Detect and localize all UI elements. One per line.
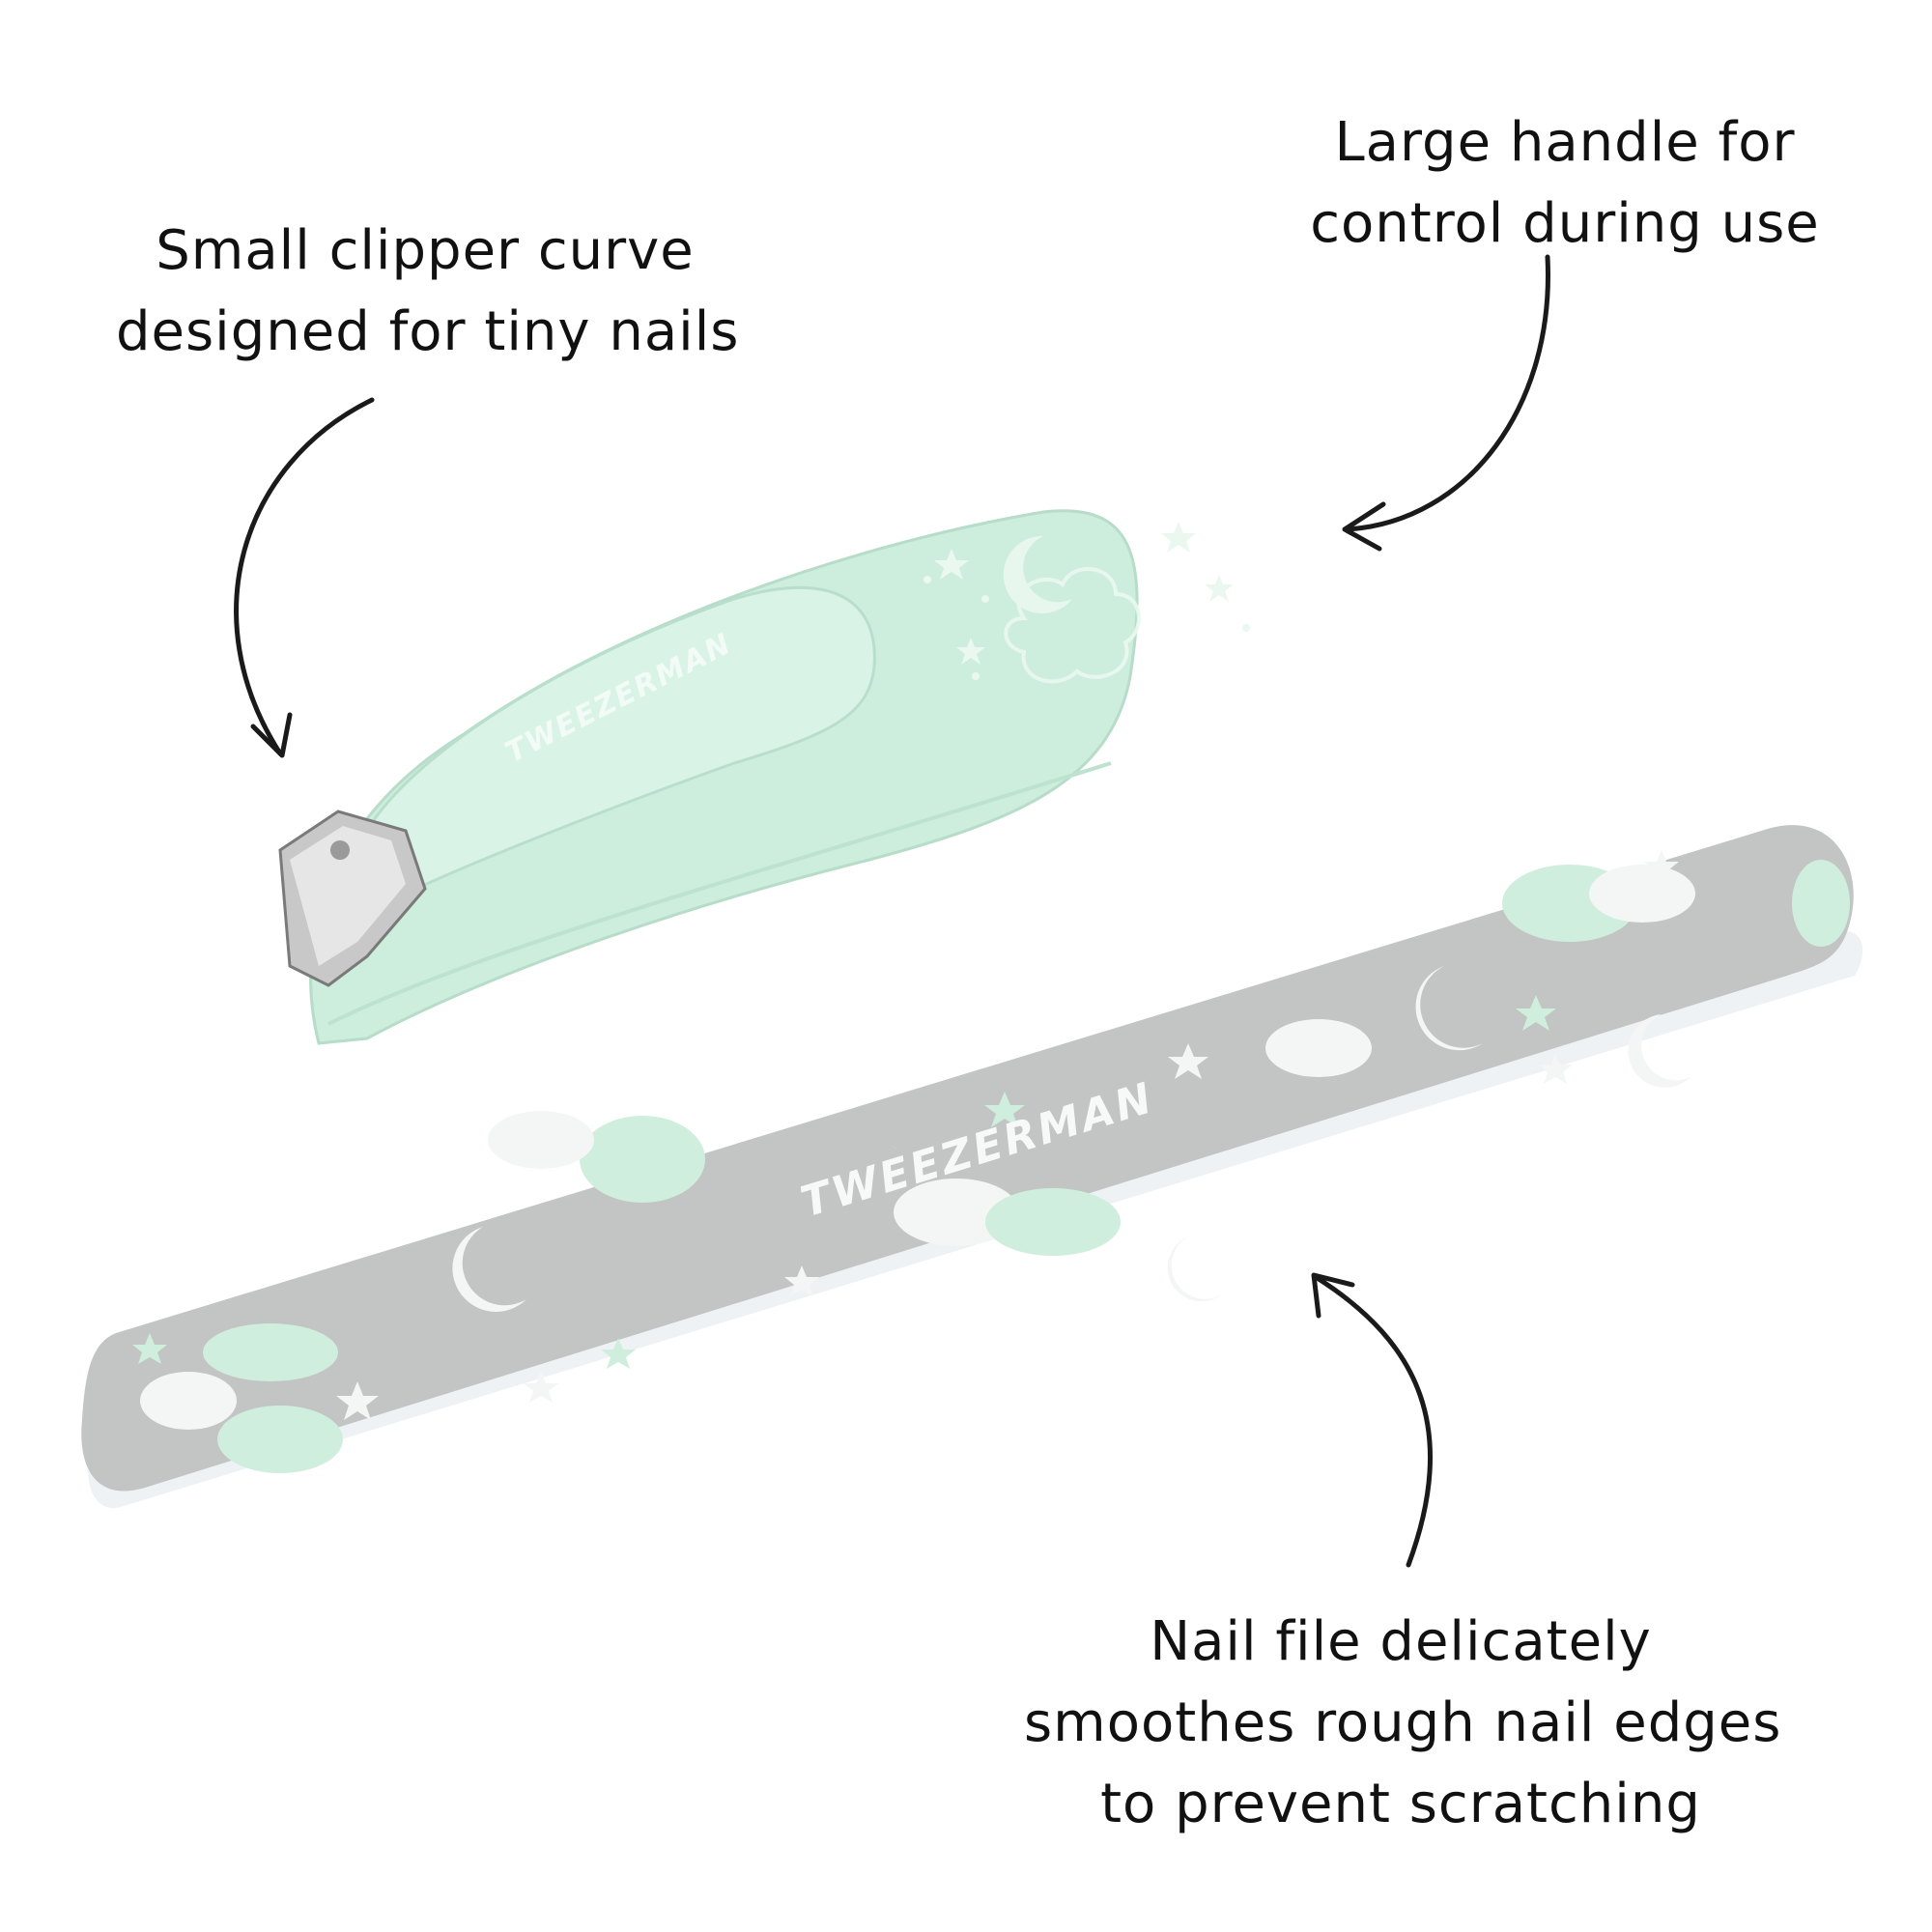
clipper-body [309,509,1139,1045]
callout-clipper-curve: Small clipper curve designed for tiny na… [116,211,740,373]
callout-nail-file: Nail file delicately smoothes rough nail… [1024,1602,1782,1845]
nail-file: TWEEZERMAN [81,825,1863,1509]
callout-line: Nail file delicately [1150,1610,1652,1673]
callout-line: control during use [1310,192,1820,255]
callout-line: smoothes rough nail edges [1024,1691,1782,1754]
arrow-to-clipper-curve [234,397,375,758]
callout-large-handle: Large handle for control during use [1294,102,1835,265]
arrow-to-handle [1342,254,1550,552]
callout-line: designed for tiny nails [116,300,740,363]
callout-line: Large handle for [1334,111,1796,174]
nail-file-surface [81,825,1854,1492]
callout-line: to prevent scratching [1100,1773,1701,1835]
arrow-to-nail-file [1311,1272,1434,1568]
nail-clipper: TWEEZERMAN [278,509,1250,1045]
nail-file-stars [336,850,1679,1420]
nail-file-moons [154,966,1690,1471]
clipper-print [1003,535,1141,684]
nail-file-clouds [140,860,1850,1473]
callout-line: Small clipper curve [156,219,695,282]
